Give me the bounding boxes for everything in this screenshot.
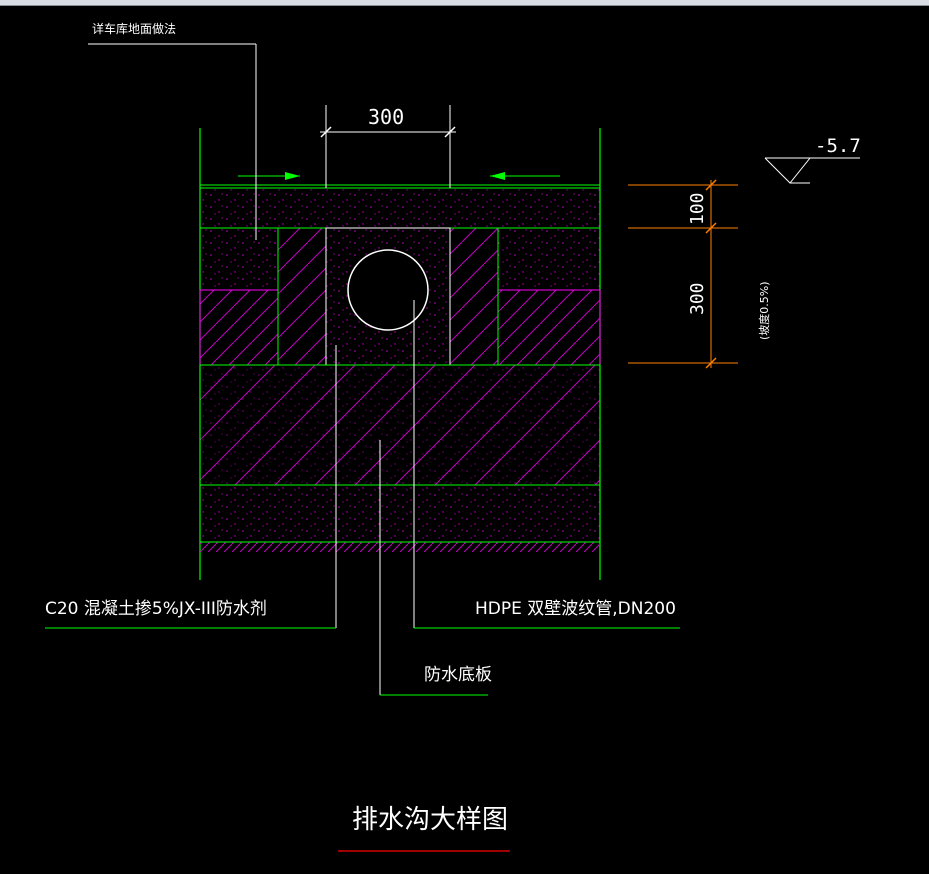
channel-wall-left <box>277 227 327 366</box>
window-top-edge <box>0 0 929 6</box>
drawing-title: 排水沟大样图 <box>352 805 508 835</box>
waterproof-plate <box>199 484 601 543</box>
dim-right-lower: 300 <box>687 282 708 315</box>
right-fill-block <box>497 227 601 291</box>
left-fill-block <box>199 227 279 291</box>
ground-hatch <box>200 542 600 552</box>
elevation-value: -5.7 <box>815 135 861 157</box>
slope-note: (坡度0.5%) <box>757 281 771 340</box>
pipe-callout: HDPE 双壁波纹管,DN200 <box>475 599 676 619</box>
dim-top-width: 300 <box>368 105 404 129</box>
dim-right-upper: 100 <box>687 192 708 225</box>
concrete-callout: C20 混凝土掺5%JX-III防水剂 <box>45 599 267 619</box>
top-slab <box>199 187 601 229</box>
elevation-symbol <box>764 157 812 184</box>
floor-ref-label: 详车库地面做法 <box>92 21 176 36</box>
base-plate-callout: 防水底板 <box>424 665 492 685</box>
hdpe-pipe <box>347 249 429 331</box>
channel-wall-right <box>449 227 499 366</box>
